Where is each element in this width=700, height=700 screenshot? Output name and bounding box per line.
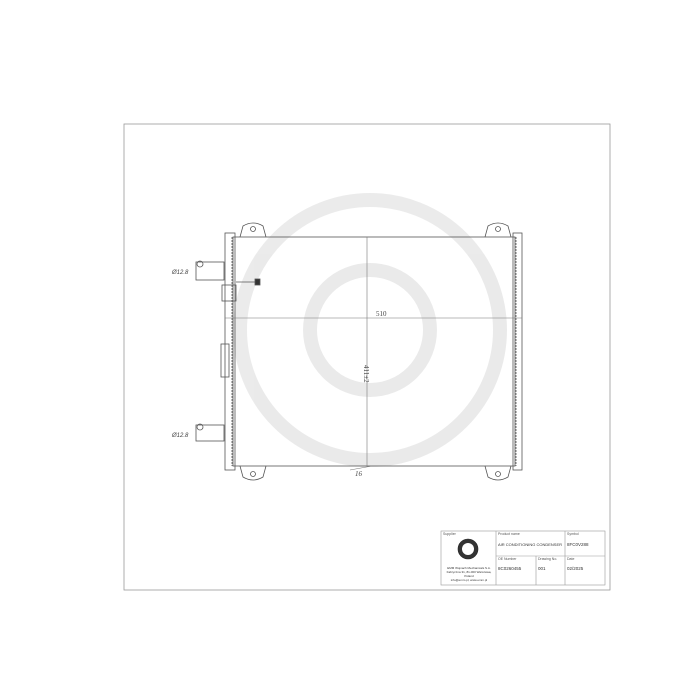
date-label: Date xyxy=(567,557,575,561)
supplier-line: info@emm.pl, www.emm.pl xyxy=(450,578,488,582)
dimension-lines xyxy=(225,237,522,471)
left-tank xyxy=(224,232,236,471)
drawing-no-label: Drawing No. xyxy=(538,557,558,561)
oe-value: 8C0260455 xyxy=(498,566,522,571)
condenser xyxy=(195,222,523,481)
symbol-value: 8FC0V288 xyxy=(567,542,589,547)
bracket-top-right xyxy=(484,222,512,238)
supplier-text: EMM Wojnach Mechanicals S.A. Fabryczna 3… xyxy=(443,566,495,582)
dim-height: 411±2 xyxy=(362,365,370,383)
title-block xyxy=(440,530,606,586)
product-label: Product name xyxy=(498,532,520,536)
dim-port-top: Ø12.8 xyxy=(171,270,189,276)
supplier-label: Supplier xyxy=(443,532,456,536)
pressure-switch xyxy=(221,284,237,302)
symbol-label: Symbol xyxy=(567,532,579,536)
oe-label: OE Number xyxy=(498,557,517,561)
date-value: 02/2025 xyxy=(567,566,584,571)
watermark-logo xyxy=(233,193,507,467)
drawing-frame xyxy=(123,123,611,591)
drawing-no-value: 001 xyxy=(538,566,546,571)
dim-port-bottom: Ø12.8 xyxy=(171,433,189,439)
bracket-bottom-right xyxy=(484,465,512,481)
right-tank xyxy=(512,232,523,471)
dim-offset: 16 xyxy=(355,470,363,478)
bracket-top-left xyxy=(239,222,267,238)
dim-width: 510 xyxy=(376,310,387,318)
inlet-fitting xyxy=(195,261,225,281)
supplier-line: Fabryczna 31, 81-000 Warszawa, Poland xyxy=(446,570,492,578)
outlet-fitting xyxy=(195,424,225,442)
condenser-core xyxy=(232,236,516,467)
bracket-bottom-left xyxy=(239,465,267,481)
supplier-line: EMM Wojnach Mechanicals S.A. xyxy=(447,566,491,570)
product-value: AIR CONDITIONING CONDENSER xyxy=(498,542,563,547)
side-mount xyxy=(220,343,230,378)
